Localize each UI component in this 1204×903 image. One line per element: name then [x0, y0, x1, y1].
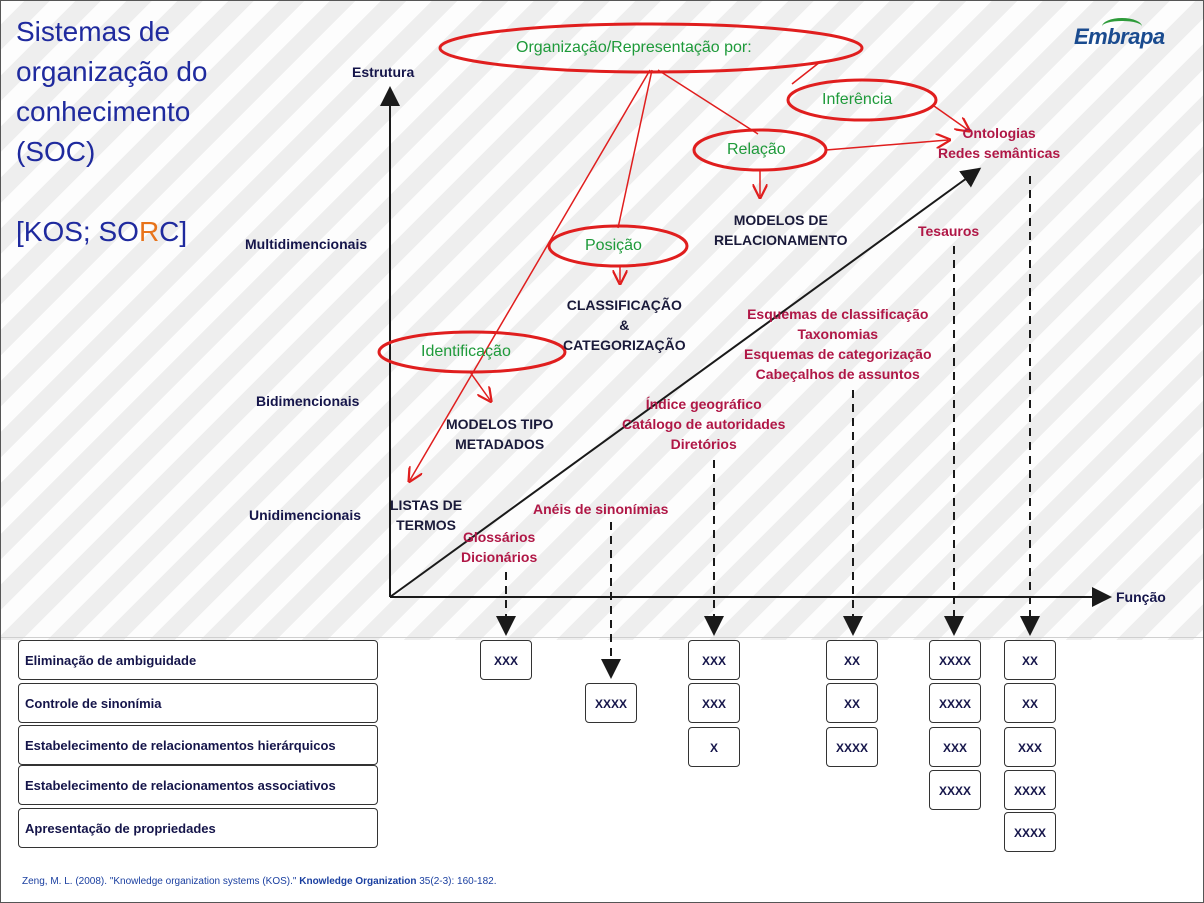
- system-line: Redes semânticas: [938, 145, 1061, 161]
- citation-text: Zeng, M. L. (2008). "Knowledge organizat…: [22, 876, 300, 887]
- model-line: CATEGORIZAÇÃO: [563, 337, 686, 353]
- diagonal-arrow: [389, 167, 982, 598]
- kos-suffix: C]: [159, 216, 188, 247]
- title-line: organização do: [16, 56, 208, 87]
- background-divider: [0, 637, 1204, 638]
- level-multidimensional: Multidimencionais: [245, 236, 368, 252]
- ellipse-inferencia-label: Inferência: [822, 91, 893, 108]
- model-classificacao: CLASSIFICAÇÃO & CATEGORIZAÇÃO: [563, 295, 686, 355]
- system-line: Glossários: [462, 529, 536, 545]
- system-line: Cabeçalhos de assuntos: [755, 366, 920, 382]
- system-tesauros: Tesauros: [918, 223, 980, 239]
- cell-tesauros: XXXX: [929, 770, 981, 810]
- ellipse-identificacao: [377, 330, 567, 374]
- ellipse-posicao: [547, 224, 689, 268]
- function-row: Estabelecimento de relacionamentos hierá…: [18, 725, 378, 765]
- system-line: Dicionários: [461, 549, 538, 565]
- title-line: (SOC): [16, 136, 96, 167]
- level-bidimensional: Bidimencionais: [256, 393, 360, 409]
- model-line: MODELOS TIPO: [446, 416, 554, 432]
- system-ontologias: Ontologias Redes semânticas: [938, 123, 1060, 163]
- model-metadados: MODELOS TIPO METADADOS: [446, 414, 553, 454]
- model-line: TERMOS: [396, 517, 456, 533]
- system-esquemas: Esquemas de classificação Taxonomias Esq…: [744, 304, 932, 384]
- diagram-background: [0, 0, 1204, 640]
- ellipse-posicao-label: Posição: [585, 237, 642, 254]
- model-line: MODELOS DE: [733, 212, 828, 228]
- title-line: conhecimento: [16, 96, 191, 127]
- ellipse-organizacao-label: Organização/Representação por:: [516, 39, 752, 56]
- dashed-drop-lines: [496, 176, 1040, 679]
- system-aneis: Anéis de sinonímias: [533, 501, 669, 517]
- function-row: Eliminação de ambiguidade: [18, 640, 378, 680]
- cell-aneis: XXXX: [585, 683, 637, 723]
- embrapa-logo: Embrapa: [1074, 18, 1165, 50]
- citation-journal: Knowledge Organization: [299, 876, 417, 887]
- model-relacionamento: MODELOS DE RELACIONAMENTO: [714, 210, 848, 250]
- cell-indice: XXX: [688, 640, 740, 680]
- kos-acronym: [KOS; SORC]: [16, 212, 207, 252]
- cell-esquemas: XX: [826, 683, 878, 723]
- system-line: Diretórios: [670, 436, 737, 452]
- model-line: LISTAS DE: [390, 497, 463, 513]
- citation: Zeng, M. L. (2008). "Knowledge organizat…: [22, 876, 497, 887]
- model-line: CLASSIFICAÇÃO: [566, 297, 682, 313]
- cell-tesauros: XXXX: [929, 640, 981, 680]
- level-unidimensional: Unidimencionais: [249, 507, 362, 523]
- title-line: Sistemas de: [16, 16, 171, 47]
- citation-rest: 35(2-3): 160-182.: [416, 876, 497, 887]
- function-row: Apresentação de propriedades: [18, 808, 378, 848]
- system-line: Catálogo de autoridades: [622, 416, 786, 432]
- cell-ontologias: XX: [1004, 683, 1056, 723]
- x-axis-label: Função: [1116, 589, 1166, 605]
- cell-esquemas: XX: [826, 640, 878, 680]
- ellipse-inferencia: [786, 78, 938, 122]
- function-row: Estabelecimento de relacionamentos assoc…: [18, 765, 378, 805]
- model-line: &: [619, 317, 630, 333]
- organizacao-connectors: [410, 61, 968, 480]
- model-line: RELACIONAMENTO: [714, 232, 848, 248]
- cell-indice: X: [688, 727, 740, 767]
- cell-tesauros: XXX: [929, 727, 981, 767]
- y-axis-label: Estrutura: [352, 64, 415, 80]
- model-line: METADADOS: [455, 436, 545, 452]
- system-line: Ontologias: [962, 125, 1036, 141]
- kos-prefix: [KOS; SO: [16, 216, 139, 247]
- system-line: Taxonomias: [797, 326, 879, 342]
- system-line: Índice geográfico: [645, 396, 762, 412]
- kos-highlight: R: [138, 216, 160, 247]
- ellipse-identificacao-label: Identificação: [421, 343, 511, 360]
- ellipse-relacao-label: Relação: [727, 141, 786, 158]
- ellipse-relacao: [692, 128, 828, 172]
- system-indice: Índice geográfico Catálogo de autoridade…: [622, 394, 785, 454]
- cell-ontologias: XXXX: [1004, 812, 1056, 852]
- model-listas: LISTAS DE TERMOS: [390, 495, 462, 535]
- system-line: Esquemas de categorização: [744, 346, 932, 362]
- cell-ontologias: XX: [1004, 640, 1056, 680]
- cell-glossarios: XXX: [480, 640, 532, 680]
- cell-indice: XXX: [688, 683, 740, 723]
- function-row: Controle de sinonímia: [18, 683, 378, 723]
- cell-ontologias: XXXX: [1004, 770, 1056, 810]
- ellipse-organizacao: [438, 22, 864, 74]
- cell-ontologias: XXX: [1004, 727, 1056, 767]
- system-line: Esquemas de classificação: [747, 306, 929, 322]
- logo-arc: [1102, 18, 1142, 35]
- cell-esquemas: XXXX: [826, 727, 878, 767]
- slide-title: Sistemas de organização do conhecimento …: [16, 12, 207, 252]
- system-glossarios: Glossários Dicionários: [461, 527, 537, 567]
- cell-tesauros: XXXX: [929, 683, 981, 723]
